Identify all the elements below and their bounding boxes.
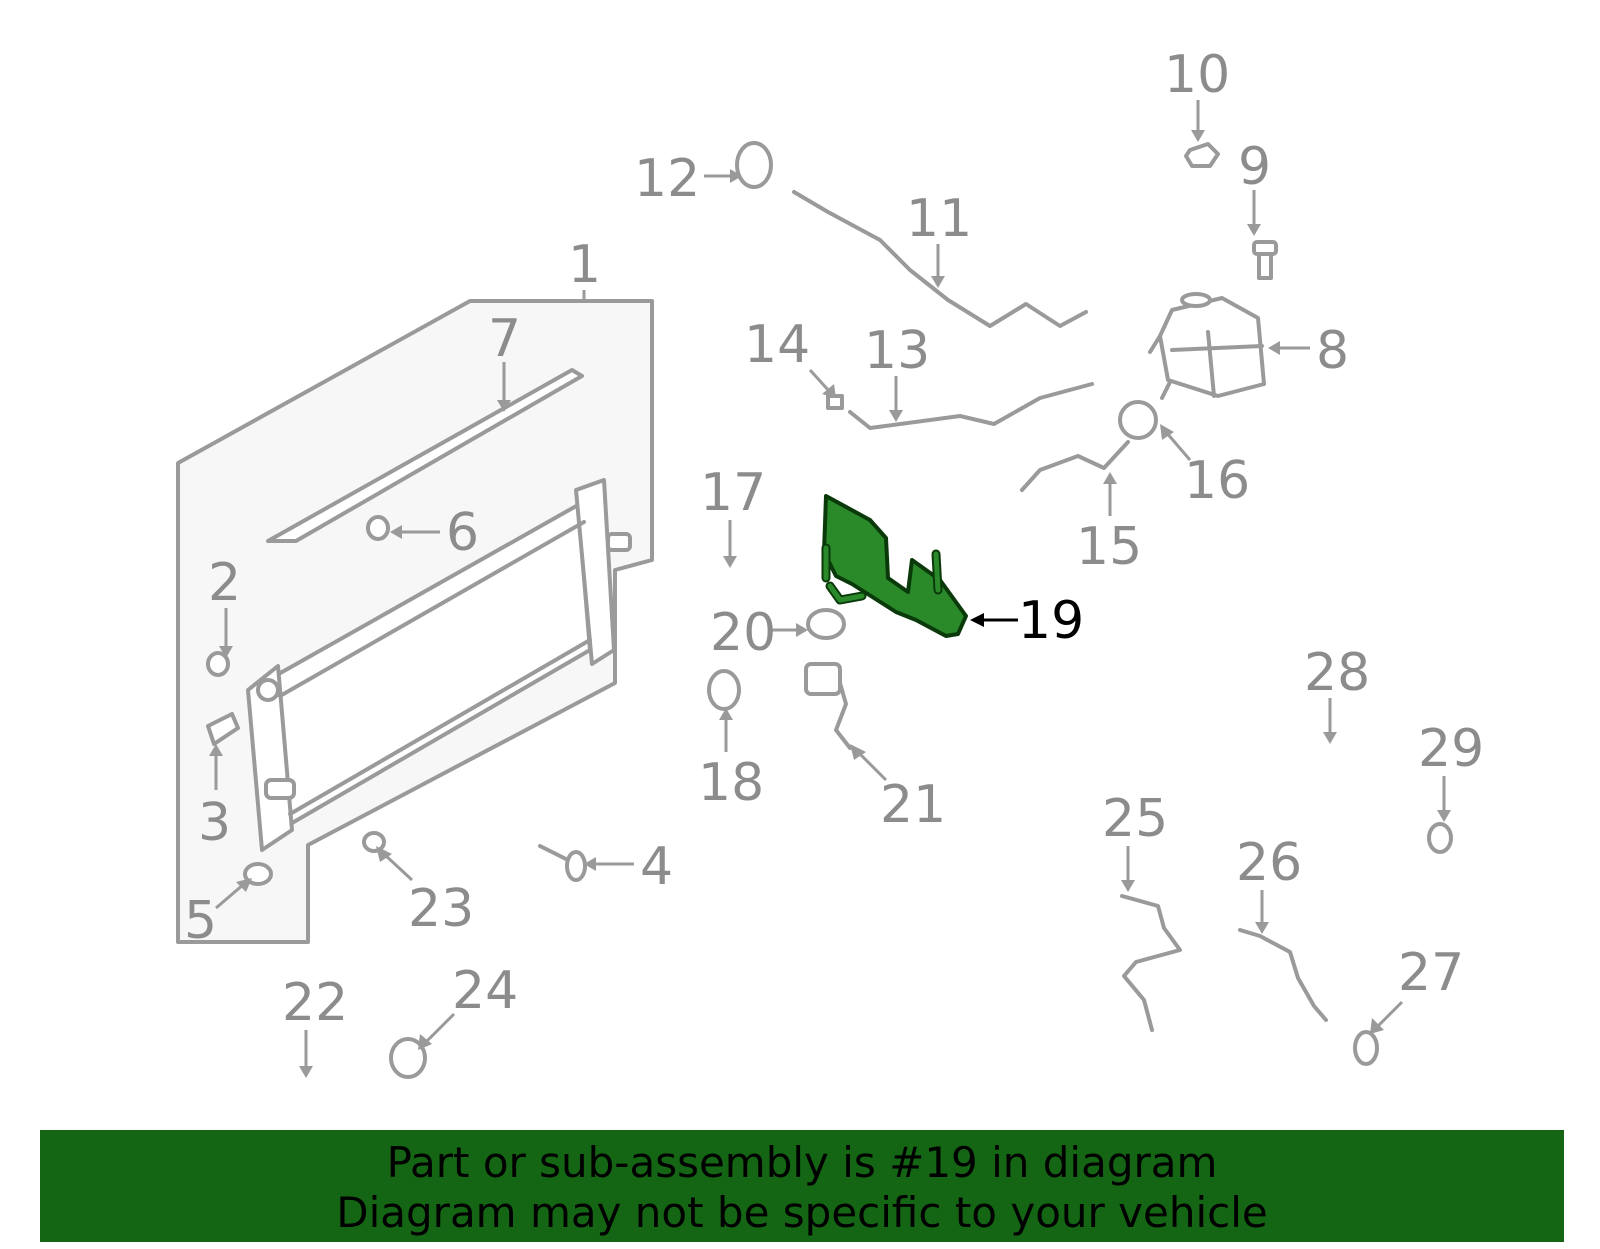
label-28: 28: [1304, 643, 1370, 703]
label-1: 1: [568, 235, 601, 295]
label-25: 25: [1102, 789, 1168, 849]
callout-labels: 1 2 3 4 5 6 7 8 9 10 11 12 13 14 15 16 1…: [184, 45, 1484, 1033]
part-11-hose: [792, 190, 1088, 328]
part-4-bolt: [538, 844, 587, 882]
part-8-coolant-reservoir: [1148, 292, 1266, 400]
label-4: 4: [640, 837, 673, 897]
part-24-clamp: [389, 1037, 427, 1079]
label-20: 20: [710, 603, 776, 663]
label-29: 29: [1418, 719, 1484, 779]
label-11: 11: [906, 189, 972, 249]
label-23: 23: [408, 879, 474, 939]
part-14-clip: [826, 394, 844, 410]
part-10-nut: [1184, 142, 1220, 168]
label-13: 13: [864, 321, 930, 381]
part-23-washer: [362, 831, 386, 853]
part-3-bracket: [206, 712, 240, 746]
part-25-pipe: [1120, 894, 1182, 1032]
part-16-clamp: [1118, 400, 1158, 440]
label-14: 14: [744, 315, 810, 375]
label-15: 15: [1076, 517, 1142, 577]
label-5: 5: [184, 891, 217, 951]
parts-diagram: 1 2 3 4 5 6 7 8 9 10 11 12 13 14 15 16 1…: [136, 45, 1485, 1095]
part-29-clamp: [1427, 822, 1453, 854]
label-24: 24: [452, 961, 518, 1021]
leader-lines: [209, 100, 1451, 1078]
part-6-grommet: [366, 515, 390, 541]
label-22: 22: [282, 973, 348, 1033]
part-9-bolt: [1252, 240, 1278, 280]
part-2-clip: [206, 651, 230, 677]
label-7: 7: [488, 309, 521, 369]
label-21: 21: [880, 775, 946, 835]
part-20-clamp: [806, 608, 846, 640]
label-17: 17: [700, 463, 766, 523]
label-8: 8: [1316, 321, 1349, 381]
part-13-hose: [848, 382, 1094, 430]
label-12: 12: [634, 149, 700, 209]
part-22-hose: [136, 1043, 376, 1095]
label-27: 27: [1398, 943, 1464, 1003]
banner-line-part-number: Part or sub-assembly is #19 in diagram: [386, 1138, 1218, 1187]
part-15-hose: [1020, 440, 1130, 492]
label-2: 2: [208, 553, 241, 613]
part-27-clamp: [1353, 1030, 1379, 1066]
label-19: 19: [1018, 591, 1084, 651]
banner-line-disclaimer: Diagram may not be specific to your vehi…: [336, 1188, 1268, 1237]
label-9: 9: [1238, 137, 1271, 197]
part-26-pipe: [1238, 928, 1328, 1022]
label-6: 6: [446, 503, 479, 563]
part-12-clamp: [735, 141, 773, 189]
label-18: 18: [698, 753, 764, 813]
part-21-fitting: [804, 662, 852, 750]
part-19-highlighted-assembly: [821, 494, 968, 638]
part-28-hose: [1267, 727, 1413, 809]
label-3: 3: [198, 793, 231, 853]
label-10: 10: [1164, 45, 1230, 105]
label-16: 16: [1184, 451, 1250, 511]
info-banner: Part or sub-assembly is #19 in diagram D…: [40, 1130, 1564, 1242]
part-17-hose: [636, 558, 727, 660]
part-1-radiator-panel: [176, 299, 654, 944]
part-18-clamp: [707, 669, 741, 711]
label-26: 26: [1236, 833, 1302, 893]
